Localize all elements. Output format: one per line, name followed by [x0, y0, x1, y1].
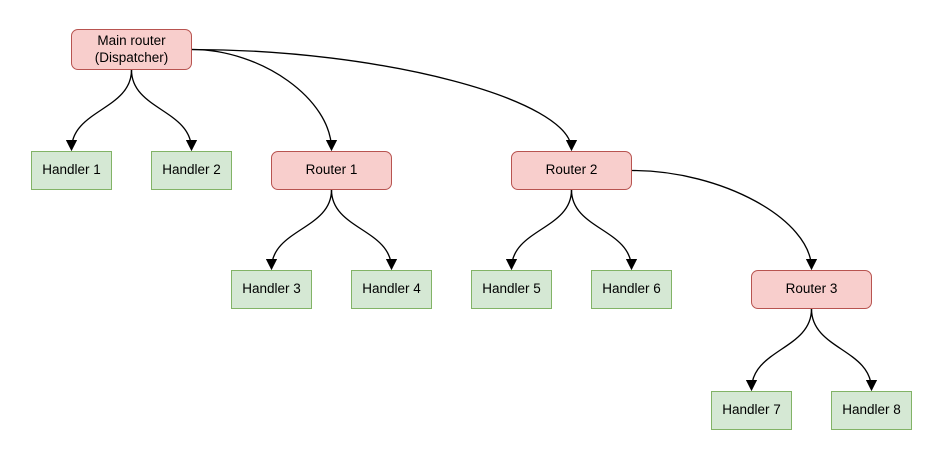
node-main-router: Main router(Dispatcher): [71, 29, 192, 70]
edge-main-router-to-handler-1: [65, 69, 133, 152]
node-label: Router 3: [785, 281, 838, 297]
edge-router-2-to-handler-5: [505, 189, 573, 271]
edge-main-router-to-router-2: [191, 48, 578, 152]
edges-group: [65, 48, 878, 392]
node-label: Handler 4: [362, 281, 421, 297]
edge-router-1-to-handler-3: [265, 189, 333, 271]
edge-router-3-to-handler-7: [745, 308, 813, 392]
node-label: Handler 8: [842, 402, 901, 418]
node-label: Handler 1: [42, 162, 101, 178]
node-router-3: Router 3: [751, 270, 872, 309]
edge-router-3-to-handler-8: [810, 308, 878, 392]
node-handler-2: Handler 2: [151, 151, 232, 190]
node-handler-1: Handler 1: [31, 151, 112, 190]
node-label: Handler 3: [242, 281, 301, 297]
node-handler-4: Handler 4: [351, 270, 432, 309]
node-handler-6: Handler 6: [591, 270, 672, 309]
edge-main-router-to-router-1: [191, 48, 338, 152]
node-handler-5: Handler 5: [471, 270, 552, 309]
node-label: Router 2: [545, 162, 598, 178]
node-label: Handler 2: [162, 162, 221, 178]
edge-main-router-to-handler-2: [130, 69, 198, 152]
node-label: Main router: [97, 33, 166, 49]
node-label: Handler 6: [602, 281, 661, 297]
node-label: Handler 7: [722, 402, 781, 418]
node-router-1: Router 1: [271, 151, 392, 190]
edge-router-2-to-handler-6: [570, 189, 638, 271]
node-router-2: Router 2: [511, 151, 632, 190]
node-handler-3: Handler 3: [231, 270, 312, 309]
node-handler-7: Handler 7: [711, 391, 792, 430]
edge-router-1-to-handler-4: [330, 189, 398, 271]
node-label: Handler 5: [482, 281, 541, 297]
node-handler-8: Handler 8: [831, 391, 912, 430]
node-label: (Dispatcher): [94, 49, 169, 65]
edge-router-2-to-router-3: [631, 169, 818, 271]
node-label: Router 1: [305, 162, 358, 178]
